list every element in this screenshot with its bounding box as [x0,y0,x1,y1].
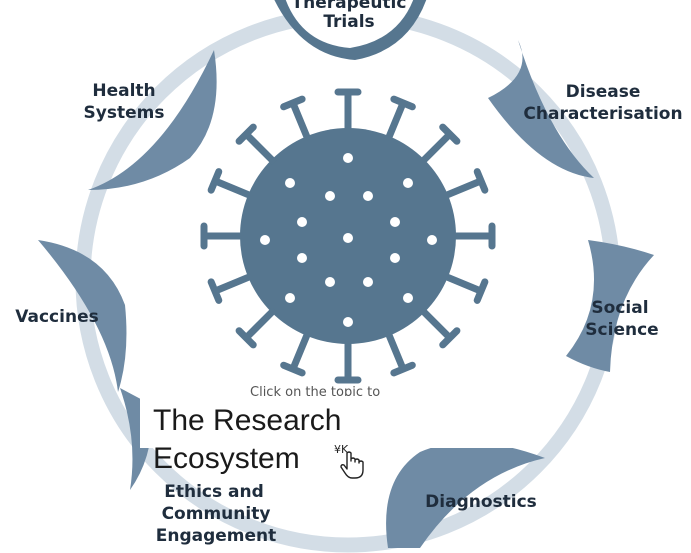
virus-dot [343,153,353,163]
virus-spike-cap [473,168,489,194]
virus-dot [297,253,307,263]
petal-disease-characterisation[interactable] [488,40,594,178]
virus-dot [297,217,307,227]
petal-inner-therapeutic [285,0,414,48]
caption-box [140,398,528,448]
label-disease-1[interactable]: Disease [566,82,641,102]
cursor-keys: ¥K [334,443,349,456]
virus-spike-cap [390,95,416,111]
virus-dot [403,293,413,303]
label-therapeutic-1[interactable]: Therapeutic [292,0,407,13]
virus-dot [390,253,400,263]
virus-spike [384,101,407,142]
label-therapeutic-2[interactable]: Trials [323,12,374,32]
virus-spike [243,307,277,341]
virus-spike [213,177,254,200]
virus-dot [285,293,295,303]
label-ethics-2[interactable]: Community [162,504,271,524]
virus-icon [200,88,496,384]
label-diagnostics[interactable]: Diagnostics [425,492,537,512]
label-vaccines[interactable]: Vaccines [15,307,98,327]
virus-dot [427,235,437,245]
virus-spike-cap [207,168,223,194]
hand-pointer-icon [340,451,364,479]
label-social-2[interactable]: Science [585,320,658,340]
virus-spike [289,101,312,142]
virus-spike [419,131,453,165]
virus-spike-cap [207,278,223,304]
virus-spike [213,272,254,295]
petal-social-science[interactable] [566,240,654,372]
virus-dot [285,178,295,188]
virus-spike [442,272,483,295]
virus-dot [343,317,353,327]
virus-spike-cap [280,95,306,111]
virus-spike-cap [473,278,489,304]
virus-spike-cap [390,361,416,377]
virus-spike-cap [439,123,461,145]
virus-spike [419,307,453,341]
label-disease-2[interactable]: Characterisation [523,104,682,124]
diagram-caption: The Research Ecosystem [153,404,342,475]
virus-spike-cap [280,361,306,377]
topic-petals [38,0,654,548]
virus-dot [403,178,413,188]
virus-dot [260,235,270,245]
label-ethics-1[interactable]: Ethics and [164,482,264,502]
virus-dot [325,277,335,287]
virus-spike [289,330,312,371]
virus-spike [442,177,483,200]
virus-dot [343,233,353,243]
virus-dot [325,191,335,201]
virus-dot [390,217,400,227]
label-health-2[interactable]: Systems [84,103,165,123]
label-health-1[interactable]: Health [92,81,155,101]
virus-dot [363,191,373,201]
petal-health-systems[interactable] [88,50,217,190]
virus-spike [384,330,407,371]
hint-text: Click on the topic to [250,385,381,396]
virus-spike-cap [235,327,257,349]
petal-diagnostics[interactable] [386,442,545,548]
virus-spike-cap [439,327,461,349]
label-social-1[interactable]: Social [591,298,648,318]
virus-spike-cap [235,123,257,145]
label-ethics-3[interactable]: Engagement [156,526,277,546]
virus-dot [363,277,373,287]
virus-spike [243,131,277,165]
petal-vaccines[interactable] [38,240,127,392]
